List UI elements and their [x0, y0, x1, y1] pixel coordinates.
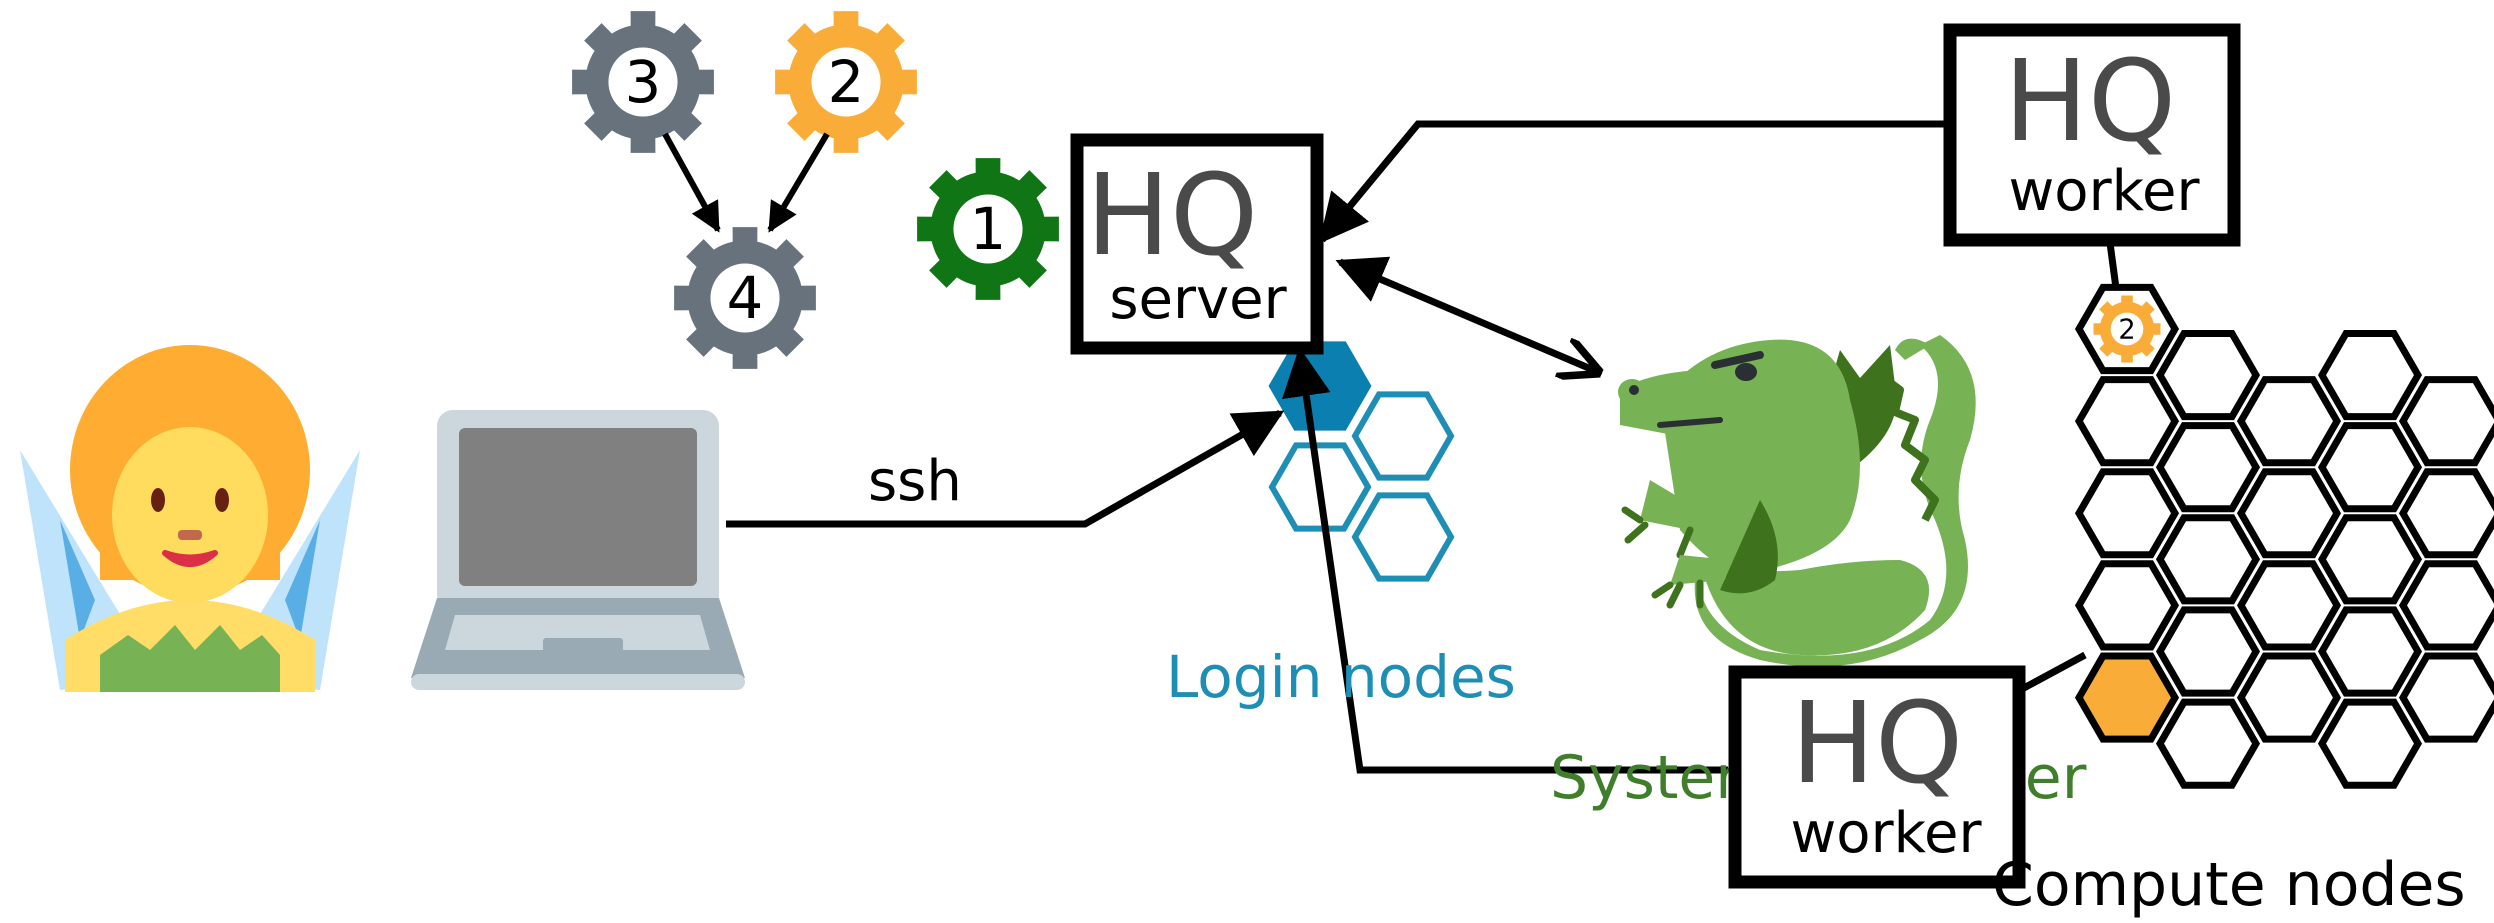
task-gear-1: 1	[917, 158, 1059, 300]
task-gear-3: 3	[572, 11, 714, 153]
task-gear-1-number: 1	[970, 196, 1007, 263]
hq-worker-bottom-title: HQ	[1791, 679, 1963, 809]
hq-server-title: HQ	[1086, 151, 1258, 281]
compute-task-gear: 2	[2093, 295, 2161, 363]
ssh-connection-arrow	[726, 409, 1285, 528]
hq-worker-bottom-box: HQ worker	[1728, 665, 2026, 889]
compute-node-hex	[2317, 698, 2423, 789]
compute-node-hex	[2074, 560, 2180, 651]
compute-node-hex	[2236, 376, 2342, 467]
compute-node-hex	[2317, 422, 2423, 513]
hq-worker-top-title: HQ	[2004, 37, 2176, 167]
compute-node-hex	[2236, 560, 2342, 651]
dependency-arrow-3-to-4	[662, 132, 721, 233]
compute-node-hex	[2155, 514, 2261, 605]
login-node-hex	[1351, 391, 1455, 481]
task-gear-2-number: 2	[828, 49, 865, 116]
compute-node-hex	[2398, 468, 2494, 559]
compute-node-hex	[2155, 330, 2261, 421]
login-node-hex-filled	[1268, 341, 1372, 431]
compute-nodes-label: Compute nodes	[1992, 850, 2466, 920]
compute-task-gear-number: 2	[2118, 315, 2135, 346]
compute-node-hex	[2074, 376, 2180, 467]
compute-nodes-cluster: 2	[2074, 283, 2494, 789]
compute-node-hex	[2398, 560, 2494, 651]
login-nodes-label: Login nodes	[1166, 643, 1516, 711]
compute-node-hex	[2236, 468, 2342, 559]
hq-worker-top-subtitle: worker	[2009, 159, 2201, 224]
compute-node-hex	[2155, 606, 2261, 697]
worker-bottom-to-server-arrow	[1282, 347, 1728, 774]
server-scheduler-arrow	[1340, 262, 1598, 372]
hq-worker-bottom-subtitle: worker	[1791, 801, 1983, 866]
ssh-label: ssh	[868, 449, 962, 514]
compute-node-hex	[2317, 330, 2423, 421]
compute-node-hex	[2317, 514, 2423, 605]
fairy-icon	[20, 345, 360, 692]
worker-top-to-node-line	[2106, 242, 2120, 289]
login-nodes-cluster	[1268, 341, 1455, 582]
compute-node-hex	[2155, 698, 2261, 789]
worker-top-to-server-arrow	[1318, 120, 1945, 244]
task-gear-4: 4	[674, 227, 816, 369]
dependency-arrow-2-to-4	[767, 132, 830, 233]
dragon-icon	[1618, 335, 1976, 667]
compute-node-hex	[2317, 606, 2423, 697]
task-gear-4-number: 4	[727, 265, 764, 332]
compute-node-hex	[2155, 422, 2261, 513]
compute-node-hex	[2236, 652, 2342, 743]
laptop-icon	[411, 410, 745, 690]
compute-node-hex	[2398, 652, 2494, 743]
login-node-hex	[1351, 492, 1455, 582]
hq-server-subtitle: server	[1109, 267, 1287, 332]
compute-node-hex-allocated	[2074, 652, 2180, 743]
hq-server-box: HQ server	[1070, 133, 1324, 355]
compute-node-hex	[2398, 376, 2494, 467]
task-gear-2: 2	[775, 11, 917, 153]
compute-node-hex	[2074, 468, 2180, 559]
worker-bottom-to-node-line	[2020, 651, 2087, 693]
hq-worker-top-box: HQ worker	[1943, 23, 2241, 247]
task-gear-3-number: 3	[625, 49, 662, 116]
